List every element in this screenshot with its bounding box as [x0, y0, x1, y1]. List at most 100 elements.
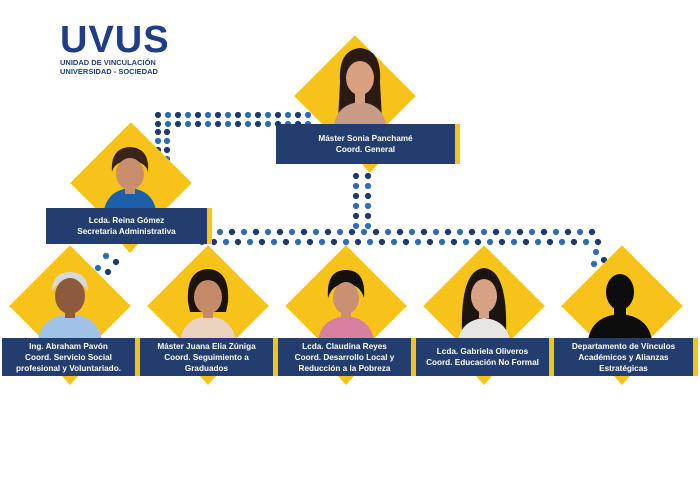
connector-dot — [222, 238, 230, 246]
connector-dot — [312, 228, 320, 236]
connector-dot — [384, 228, 392, 236]
connector-dot — [274, 111, 282, 119]
connector-dot — [234, 238, 242, 246]
connector-dot — [420, 228, 428, 236]
connector-dot — [366, 238, 374, 246]
card-tip — [62, 376, 78, 385]
connector-dot — [264, 120, 272, 128]
connector-dot — [184, 120, 192, 128]
connector-dot — [492, 228, 500, 236]
connector-dot — [504, 228, 512, 236]
connector-dot — [163, 128, 171, 136]
connector-dot — [390, 238, 398, 246]
logo-line-2: UNIVERSIDAD - SOCIEDAD — [60, 67, 158, 76]
connector-dot — [270, 238, 278, 246]
connector-dot — [352, 212, 360, 220]
connector-dot — [522, 238, 530, 246]
member-role: Coord. Servicio Social profesional y Vol… — [16, 352, 121, 373]
connector-dot — [564, 228, 572, 236]
connector-dot — [254, 120, 262, 128]
connector-dot — [304, 111, 312, 119]
dotted-connectors — [94, 111, 610, 276]
connector-dot — [510, 238, 518, 246]
connector-dot — [94, 264, 102, 272]
connector-dot — [352, 172, 360, 180]
connector-dot — [300, 228, 308, 236]
connector-dot — [224, 120, 232, 128]
connector-dot — [154, 137, 162, 145]
member-role: Departamento de Vínculos Académicos y Al… — [571, 341, 676, 373]
logo-title: UVUS — [60, 19, 170, 61]
card-tip — [338, 376, 354, 385]
card-band: Ing. Abraham Pavón Coord. Servicio Socia… — [2, 338, 140, 376]
silhouette-icon — [588, 262, 652, 340]
connector-dot — [592, 248, 600, 256]
connector-dot — [294, 238, 302, 246]
connector-dot — [204, 111, 212, 119]
connector-dot — [318, 238, 326, 246]
connector-dot — [372, 228, 380, 236]
connector-dot — [444, 228, 452, 236]
connector-dot — [360, 228, 368, 236]
member-role: Coord. Educación No Formal — [426, 358, 539, 367]
connector-dot — [408, 228, 416, 236]
connector-dot — [228, 228, 236, 236]
connector-dot — [558, 238, 566, 246]
connector-dot — [194, 111, 202, 119]
card-band: Lcda. Reina Gómez Secretaria Administrat… — [46, 208, 212, 244]
connector-dot — [352, 202, 360, 210]
connector-dot — [234, 111, 242, 119]
connector-dot — [432, 228, 440, 236]
member-role: Coord. General — [335, 145, 396, 154]
connector-dot — [164, 111, 172, 119]
connector-dot — [378, 238, 386, 246]
connector-dot — [284, 111, 292, 119]
connector-dot — [540, 228, 548, 236]
connector-dot — [570, 238, 578, 246]
connector-dot — [246, 238, 254, 246]
connector-dot — [364, 182, 372, 190]
connector-dot — [438, 238, 446, 246]
member-role: Secretaria Administrativa — [77, 227, 176, 236]
connector-dot — [254, 111, 262, 119]
person-photo — [100, 142, 160, 210]
connector-dot — [214, 111, 222, 119]
card-band: Departamento de Vínculos Académicos y Al… — [554, 338, 698, 376]
member-name: Ing. Abraham Pavón — [29, 341, 108, 351]
connector-dot — [258, 238, 266, 246]
connector-dot — [486, 238, 494, 246]
person-photo — [178, 262, 238, 340]
connector-dot — [154, 120, 162, 128]
member-name: Lcda. Reina Gómez — [88, 216, 165, 225]
connector-dot — [252, 228, 260, 236]
connector-dot — [582, 238, 590, 246]
card-tip — [362, 164, 378, 173]
connector-dot — [364, 172, 372, 180]
person-photo — [36, 262, 104, 340]
connector-dot — [364, 202, 372, 210]
connector-dot — [352, 192, 360, 200]
connector-dot — [288, 228, 296, 236]
connector-dot — [112, 258, 120, 266]
connector-dot — [276, 228, 284, 236]
connector-dot — [224, 111, 232, 119]
connector-dot — [264, 111, 272, 119]
connector-dot — [244, 111, 252, 119]
connector-dot — [240, 228, 248, 236]
card-tip — [122, 244, 138, 253]
connector-dot — [348, 228, 356, 236]
person-photo — [454, 262, 514, 340]
connector-dot — [474, 238, 482, 246]
member-name: Máster Juana Elia Zúniga — [157, 341, 256, 351]
connector-dot — [516, 228, 524, 236]
connector-dot — [234, 120, 242, 128]
person-photo — [330, 42, 390, 124]
connector-dot — [414, 238, 422, 246]
connector-dot — [330, 238, 338, 246]
connector-dot — [294, 111, 302, 119]
connector-dot — [456, 228, 464, 236]
member-name: Lcda. Claudina Reyes — [302, 341, 387, 351]
connector-dot — [342, 238, 350, 246]
connector-dot — [184, 111, 192, 119]
